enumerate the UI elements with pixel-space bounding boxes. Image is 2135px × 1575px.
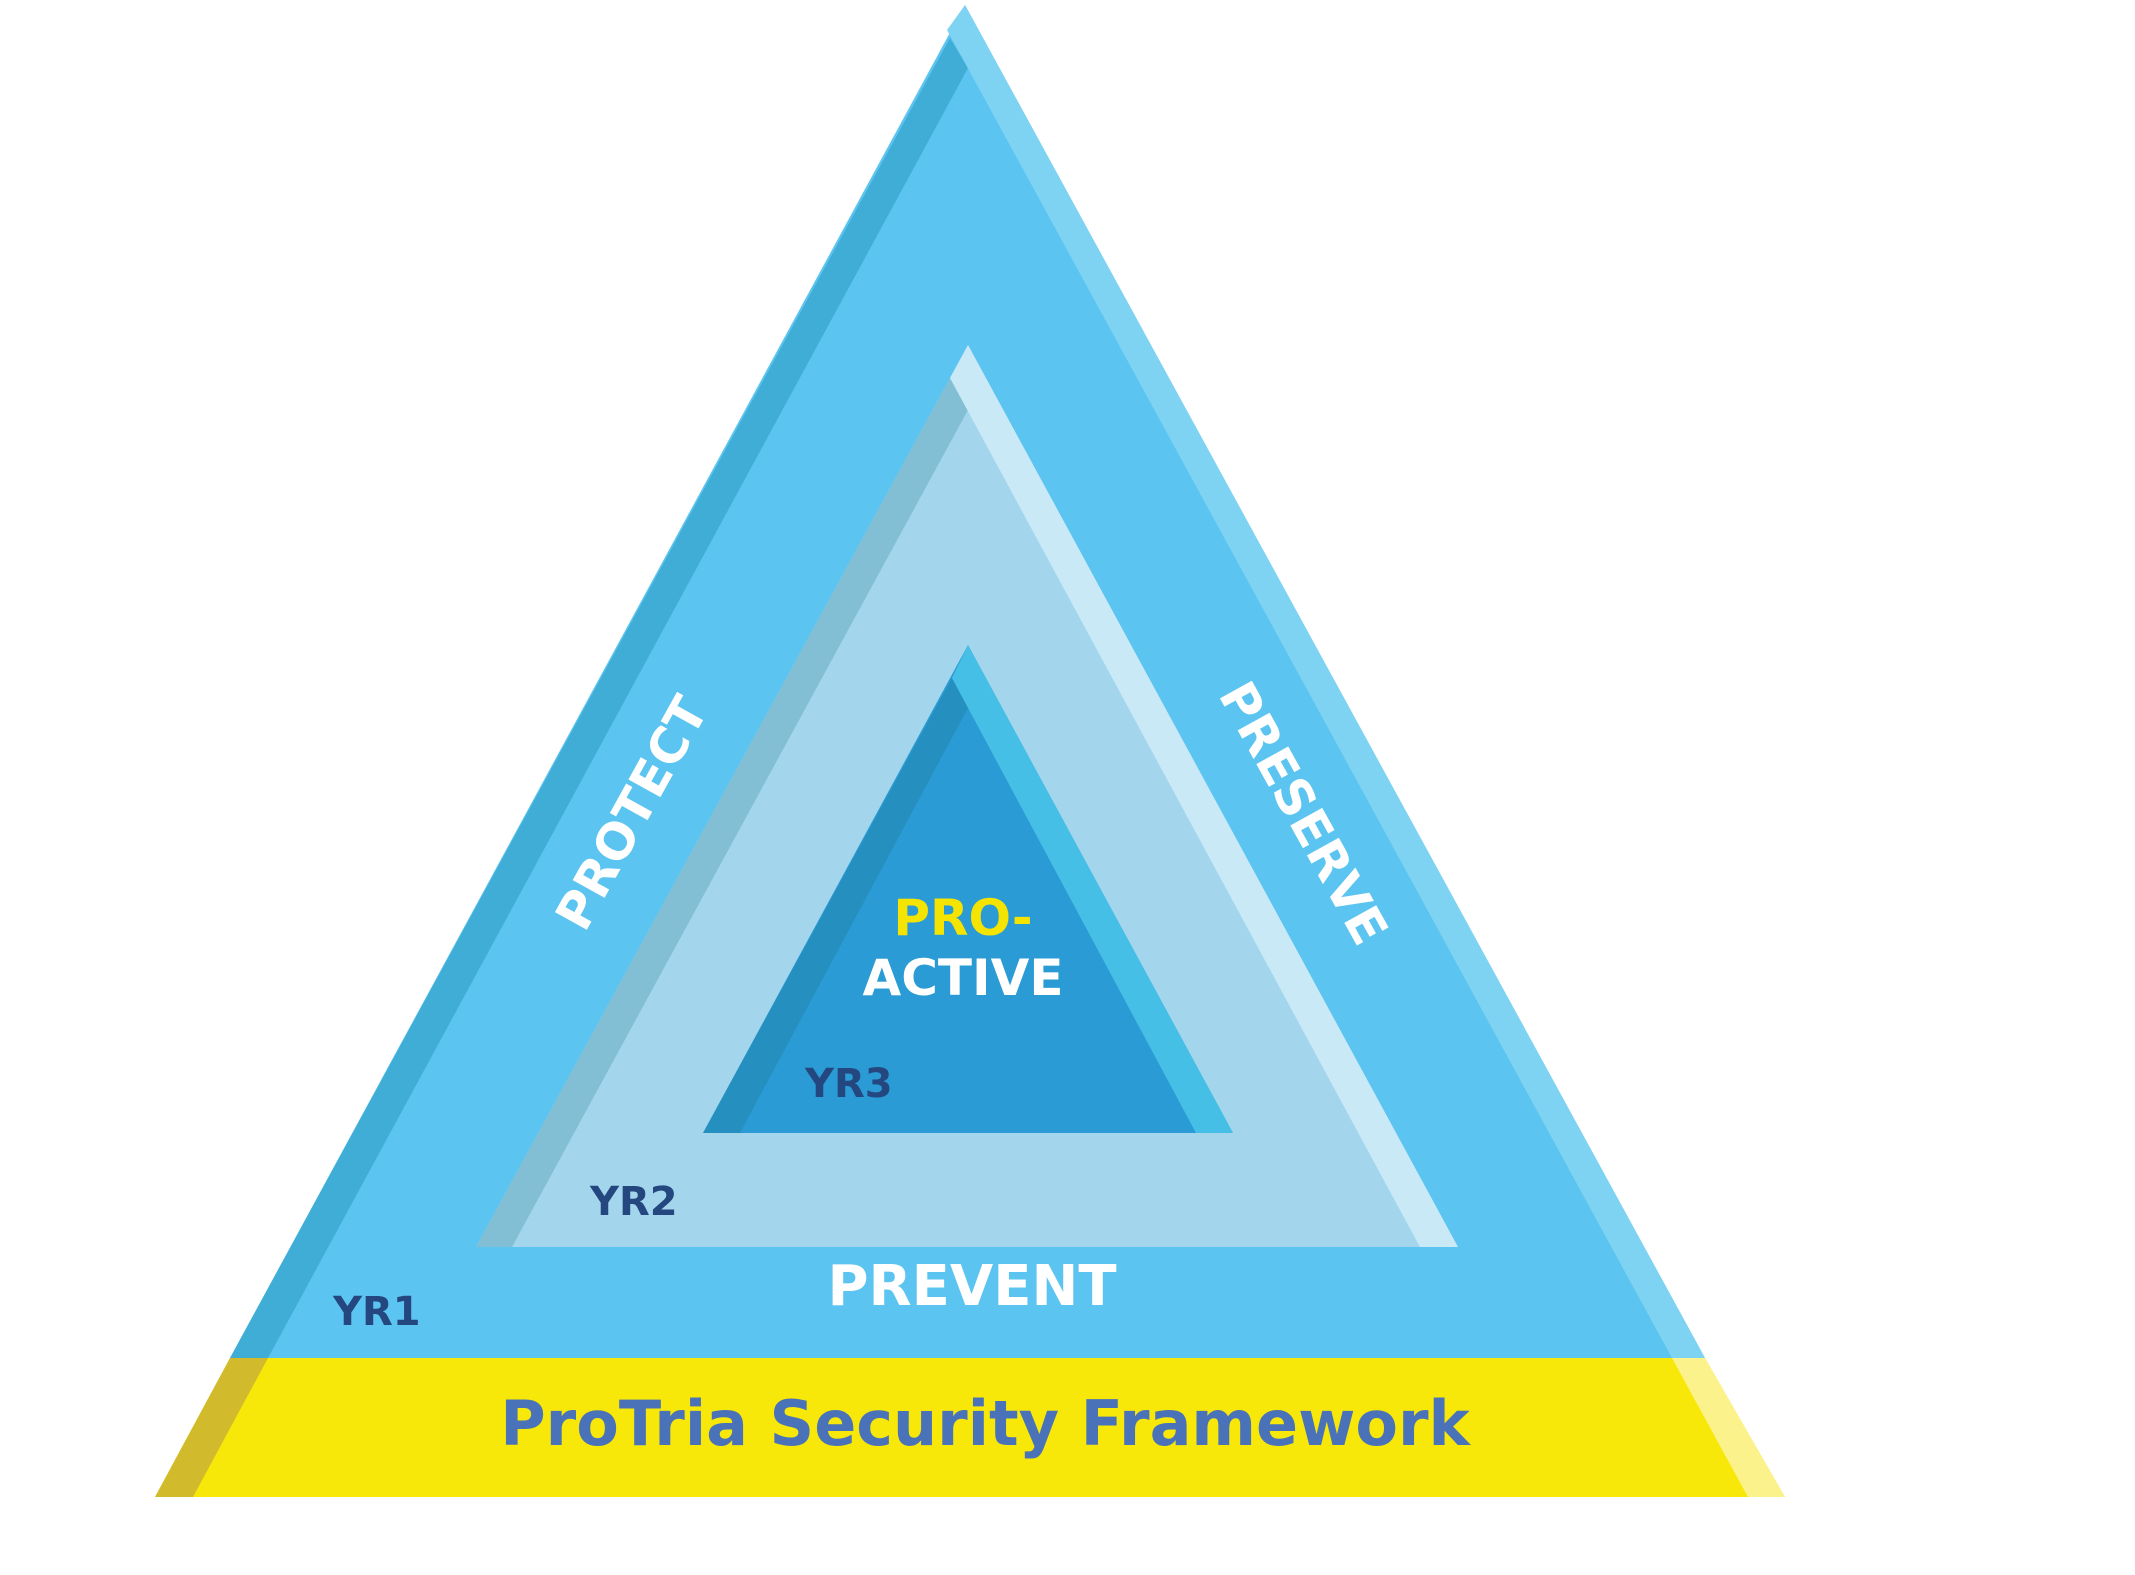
inner-triangle-left-edge (703, 678, 968, 1133)
center-label-active: ACTIVE (863, 949, 1064, 1007)
footer-band (155, 1358, 1785, 1497)
inner-triangle-right-edge (952, 645, 1233, 1133)
middle-triangle-right-edge (950, 345, 1458, 1247)
inner-triangle (703, 645, 1233, 1133)
level-label-yr2: YR2 (589, 1179, 678, 1225)
outer-triangle-right-edge (947, 5, 1705, 1358)
footer-title: ProTria Security Framework (500, 1387, 1471, 1460)
footer-right-edge (1672, 1358, 1785, 1497)
footer-left-edge (155, 1358, 268, 1497)
center-label-pro: PRO- (893, 889, 1032, 947)
side-label-prevent: PREVENT (827, 1254, 1116, 1319)
level-label-yr3: YR3 (804, 1061, 893, 1107)
middle-triangle-left-edge (476, 378, 968, 1247)
outer-triangle-left-edge (230, 38, 968, 1358)
level-label-yr1: YR1 (332, 1289, 421, 1335)
